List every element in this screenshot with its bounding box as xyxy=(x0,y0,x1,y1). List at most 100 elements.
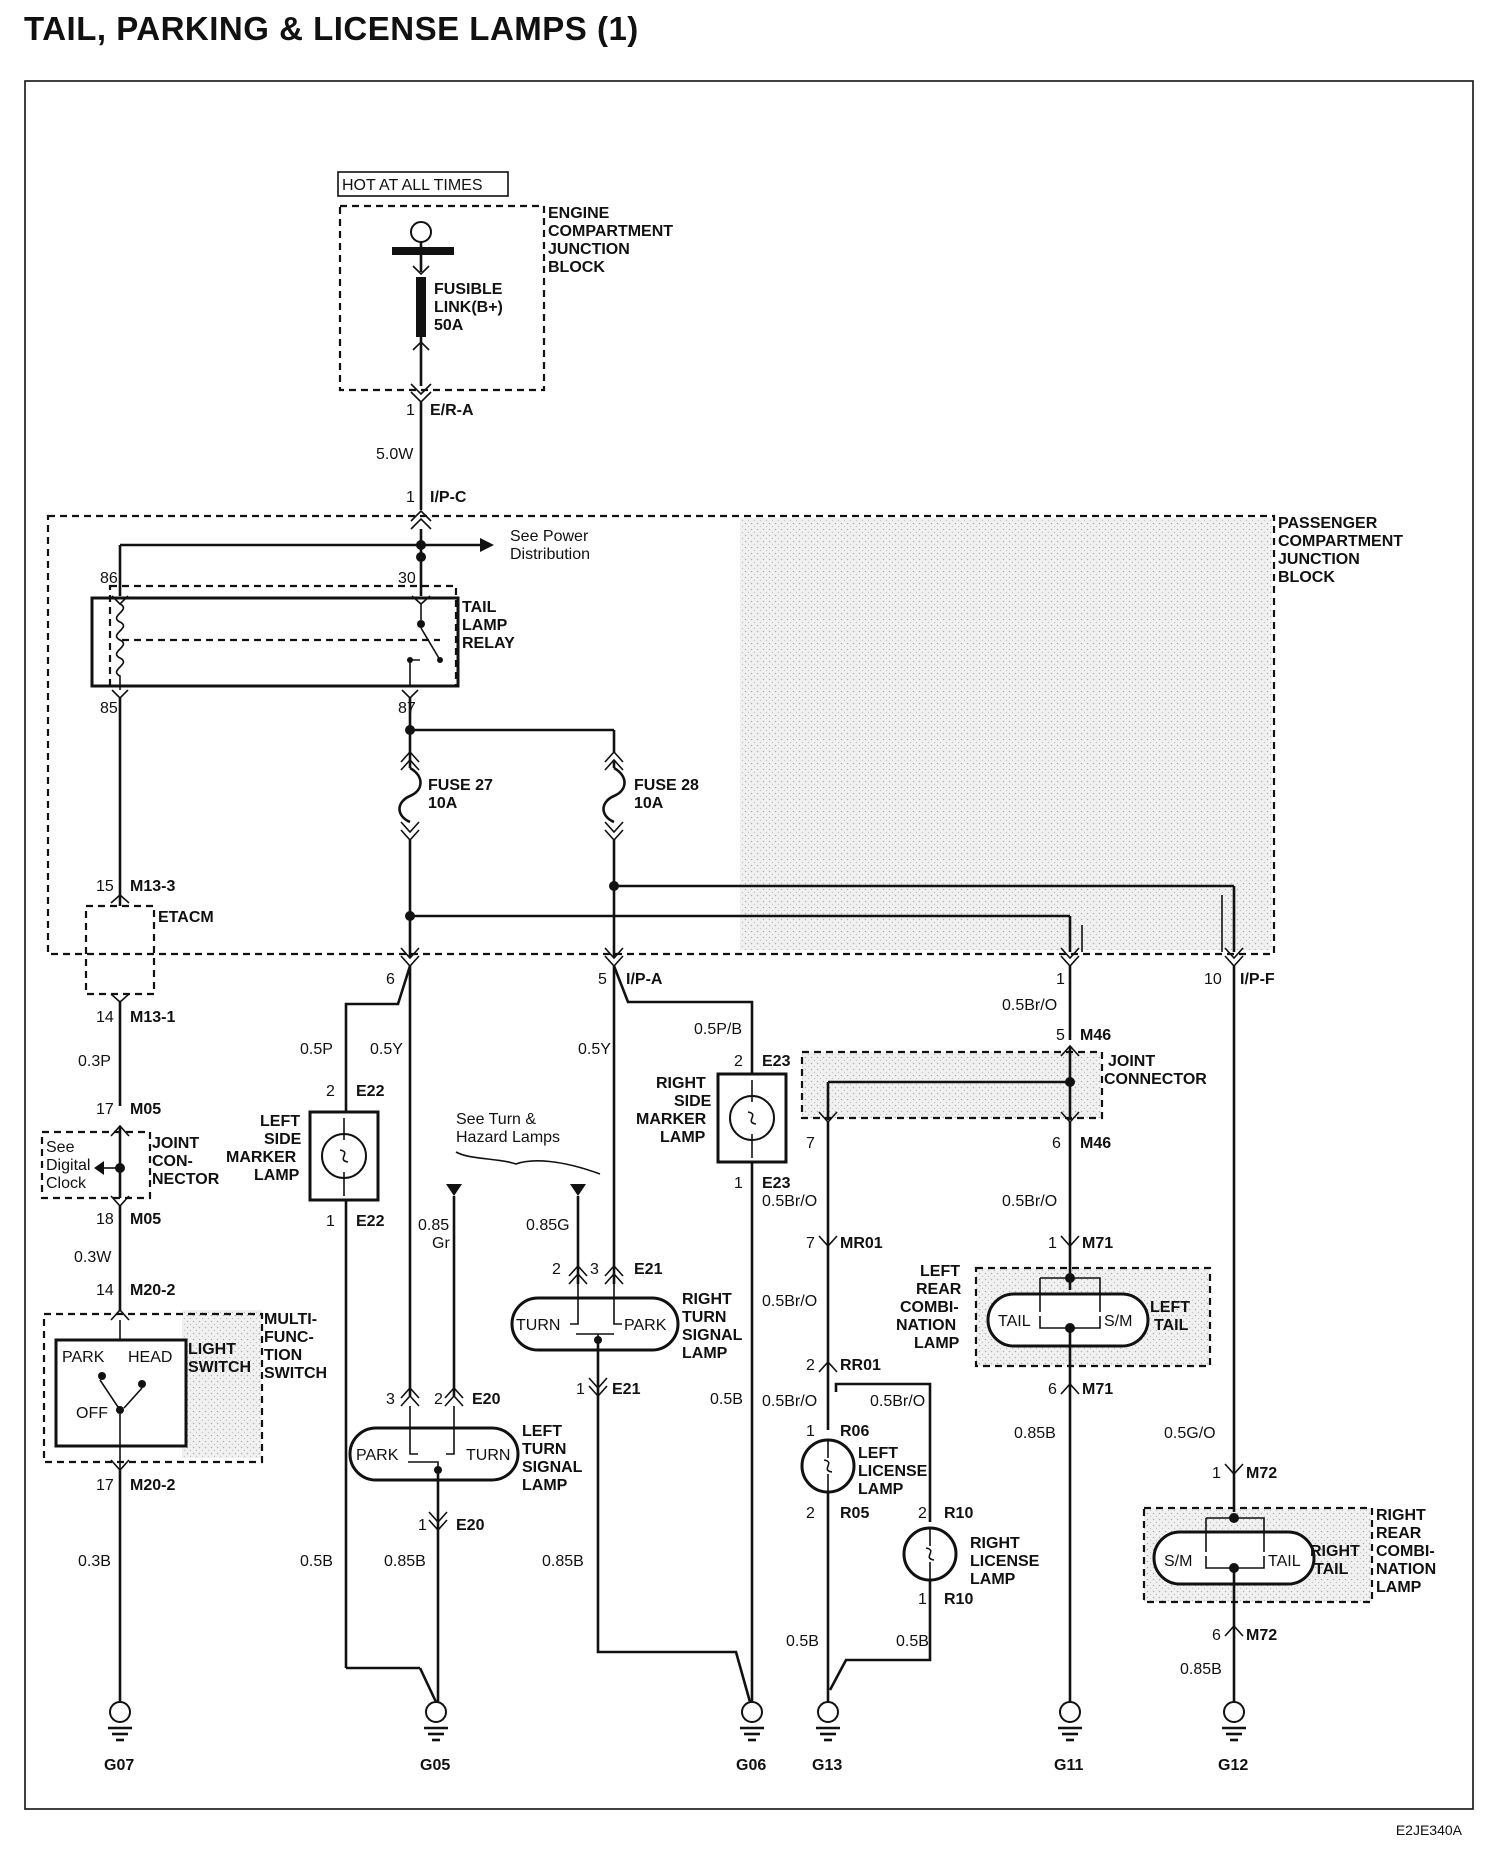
wire-0-5bro-top: 0.5Br/O xyxy=(1002,997,1057,1014)
left-sm-label: S/M xyxy=(1104,1313,1132,1330)
ground-g11-icon xyxy=(1058,1701,1082,1742)
connector-ip-c: I/P-C xyxy=(430,489,467,506)
svg-text:2: 2 xyxy=(326,1083,335,1100)
connector-r05: R05 xyxy=(840,1505,869,1522)
left-turn-signal-lamp xyxy=(348,1426,520,1482)
svg-text:1: 1 xyxy=(326,1213,335,1230)
joint-connector-right xyxy=(800,1050,1104,1120)
svg-text:85: 85 xyxy=(100,700,118,717)
right-tail-side-label: RIGHT TAIL xyxy=(1310,1543,1364,1578)
svg-text:10: 10 xyxy=(1204,971,1222,988)
wire-0-5bro-r06: 0.5Br/O xyxy=(762,1393,817,1410)
connector-rr01: RR01 xyxy=(840,1357,881,1374)
switch-head-label: HEAD xyxy=(128,1349,172,1366)
svg-text:2: 2 xyxy=(806,1357,815,1374)
ground-g05-icon xyxy=(424,1701,448,1742)
connector-m71-top: M71 xyxy=(1082,1235,1113,1252)
wire-0-5y-left: 0.5Y xyxy=(370,1041,403,1058)
multifunction-switch xyxy=(42,1312,264,1464)
right-tail-label-inner: TAIL xyxy=(1268,1553,1301,1570)
wire-0-85b-g06: 0.85B xyxy=(542,1553,584,1570)
right-side-marker-label: RIGHT SIDE MARKER LAMP xyxy=(636,1075,716,1146)
svg-text:1: 1 xyxy=(1056,971,1065,988)
mfs-label: MULTI- FUNC- TION SWITCH xyxy=(264,1311,327,1382)
connector-m05-bottom: M05 xyxy=(130,1211,161,1228)
wire-0-5b-g13-left: 0.5B xyxy=(786,1633,819,1650)
svg-text:87: 87 xyxy=(398,700,416,717)
svg-text:18: 18 xyxy=(96,1211,114,1228)
svg-text:6: 6 xyxy=(1212,1627,1221,1644)
svg-text:2: 2 xyxy=(918,1505,927,1522)
battery-terminal xyxy=(410,221,432,243)
right-turn-label: RIGHT TURN SIGNAL LAMP xyxy=(682,1291,747,1362)
connector-e20-bottom: E20 xyxy=(456,1517,485,1534)
left-turn-park-label: PARK xyxy=(356,1447,399,1464)
wire-0-3w: 0.3W xyxy=(74,1249,112,1266)
fuse-28-label: FUSE 28 10A xyxy=(634,777,703,812)
svg-text:1: 1 xyxy=(576,1381,585,1398)
hot-label: HOT AT ALL TIMES xyxy=(342,177,483,194)
wire-0-5bro-r10: 0.5Br/O xyxy=(870,1393,925,1410)
svg-text:5: 5 xyxy=(598,971,607,988)
connector-e22-bottom: E22 xyxy=(356,1213,385,1230)
connector-m72-bottom: M72 xyxy=(1246,1627,1277,1644)
svg-text:2: 2 xyxy=(734,1053,743,1070)
right-turn-turn-label: TURN xyxy=(516,1317,560,1334)
svg-text:7: 7 xyxy=(806,1235,815,1252)
left-turn-turn-label: TURN xyxy=(466,1447,510,1464)
power-distribution-arrow xyxy=(480,538,494,552)
svg-text:15: 15 xyxy=(96,878,114,895)
ground-g11-label: G11 xyxy=(1054,1757,1083,1774)
light-switch xyxy=(54,1338,188,1448)
connector-er-a: E/R-A xyxy=(430,402,474,419)
connector-m72-top: M72 xyxy=(1246,1465,1277,1482)
ground-g12-label: G12 xyxy=(1218,1757,1248,1774)
wire-0-85-gr: 0.85 Gr xyxy=(418,1217,454,1252)
joint-connector-right-label: JOINT CONNECTOR xyxy=(1104,1053,1207,1088)
passenger-junction-block xyxy=(46,514,1276,956)
svg-text:1: 1 xyxy=(734,1175,743,1192)
left-license-label: LEFT LICENSE LAMP xyxy=(858,1445,932,1498)
connector-e21-top: E21 xyxy=(634,1261,663,1278)
joint-connector-left-label: JOINT CON- NECTOR xyxy=(152,1135,220,1188)
wire-0-3p: 0.3P xyxy=(78,1053,111,1070)
svg-text:1: 1 xyxy=(806,1423,815,1440)
mfs-shade xyxy=(182,1310,262,1458)
svg-text:1: 1 xyxy=(918,1591,927,1608)
wire-0-85b-g12: 0.85B xyxy=(1180,1661,1222,1678)
svg-text:6: 6 xyxy=(1048,1381,1057,1398)
svg-text:6: 6 xyxy=(1052,1135,1061,1152)
connector-m20-2-bottom: M20-2 xyxy=(130,1477,175,1494)
svg-text:1: 1 xyxy=(406,402,415,419)
svg-text:1: 1 xyxy=(1048,1235,1057,1252)
svg-text:1: 1 xyxy=(406,489,415,506)
pcjb-label: PASSENGER COMPARTMENT JUNCTION BLOCK xyxy=(1278,515,1407,586)
connector-ip-f: I/P-F xyxy=(1240,971,1275,988)
light-switch-label: LIGHT SWITCH xyxy=(188,1341,251,1376)
right-sm-label: S/M xyxy=(1164,1553,1192,1570)
svg-text:1: 1 xyxy=(1212,1465,1221,1482)
left-side-marker-label: LEFT SIDE MARKER LAMP xyxy=(226,1113,306,1184)
svg-text:14: 14 xyxy=(96,1282,114,1299)
ground-g07-label: G07 xyxy=(104,1757,134,1774)
fusible-link-label: FUSIBLE LINK(B+) 50A xyxy=(434,281,507,334)
connector-mr01: MR01 xyxy=(840,1235,883,1252)
connector-e20-top: E20 xyxy=(472,1391,501,1408)
wire-0-85g: 0.85G xyxy=(526,1217,570,1234)
wire-0-3b: 0.3B xyxy=(78,1553,111,1570)
ground-g13-icon xyxy=(816,1701,840,1742)
ground-g05-label: G05 xyxy=(420,1757,450,1774)
hot-at-all-times-box xyxy=(337,171,509,197)
svg-text:2: 2 xyxy=(552,1261,561,1278)
wire-0-5bro-mr01: 0.5Br/O xyxy=(762,1193,817,1210)
right-turn-park-label: PARK xyxy=(624,1317,667,1334)
wire-0-5pb: 0.5P/B xyxy=(694,1021,742,1038)
left-tail-label-inner: TAIL xyxy=(998,1313,1031,1330)
document-code: E2JE340A xyxy=(1395,1822,1462,1838)
relay-coil xyxy=(115,603,125,690)
joint-connector-left xyxy=(40,1130,152,1200)
left-tail-side-label: LEFT TAIL xyxy=(1150,1299,1194,1334)
pcjb-shade xyxy=(740,518,1272,950)
connector-m13-1: M13-1 xyxy=(130,1009,175,1026)
wire-0-5b-g13-right: 0.5B xyxy=(896,1633,929,1650)
